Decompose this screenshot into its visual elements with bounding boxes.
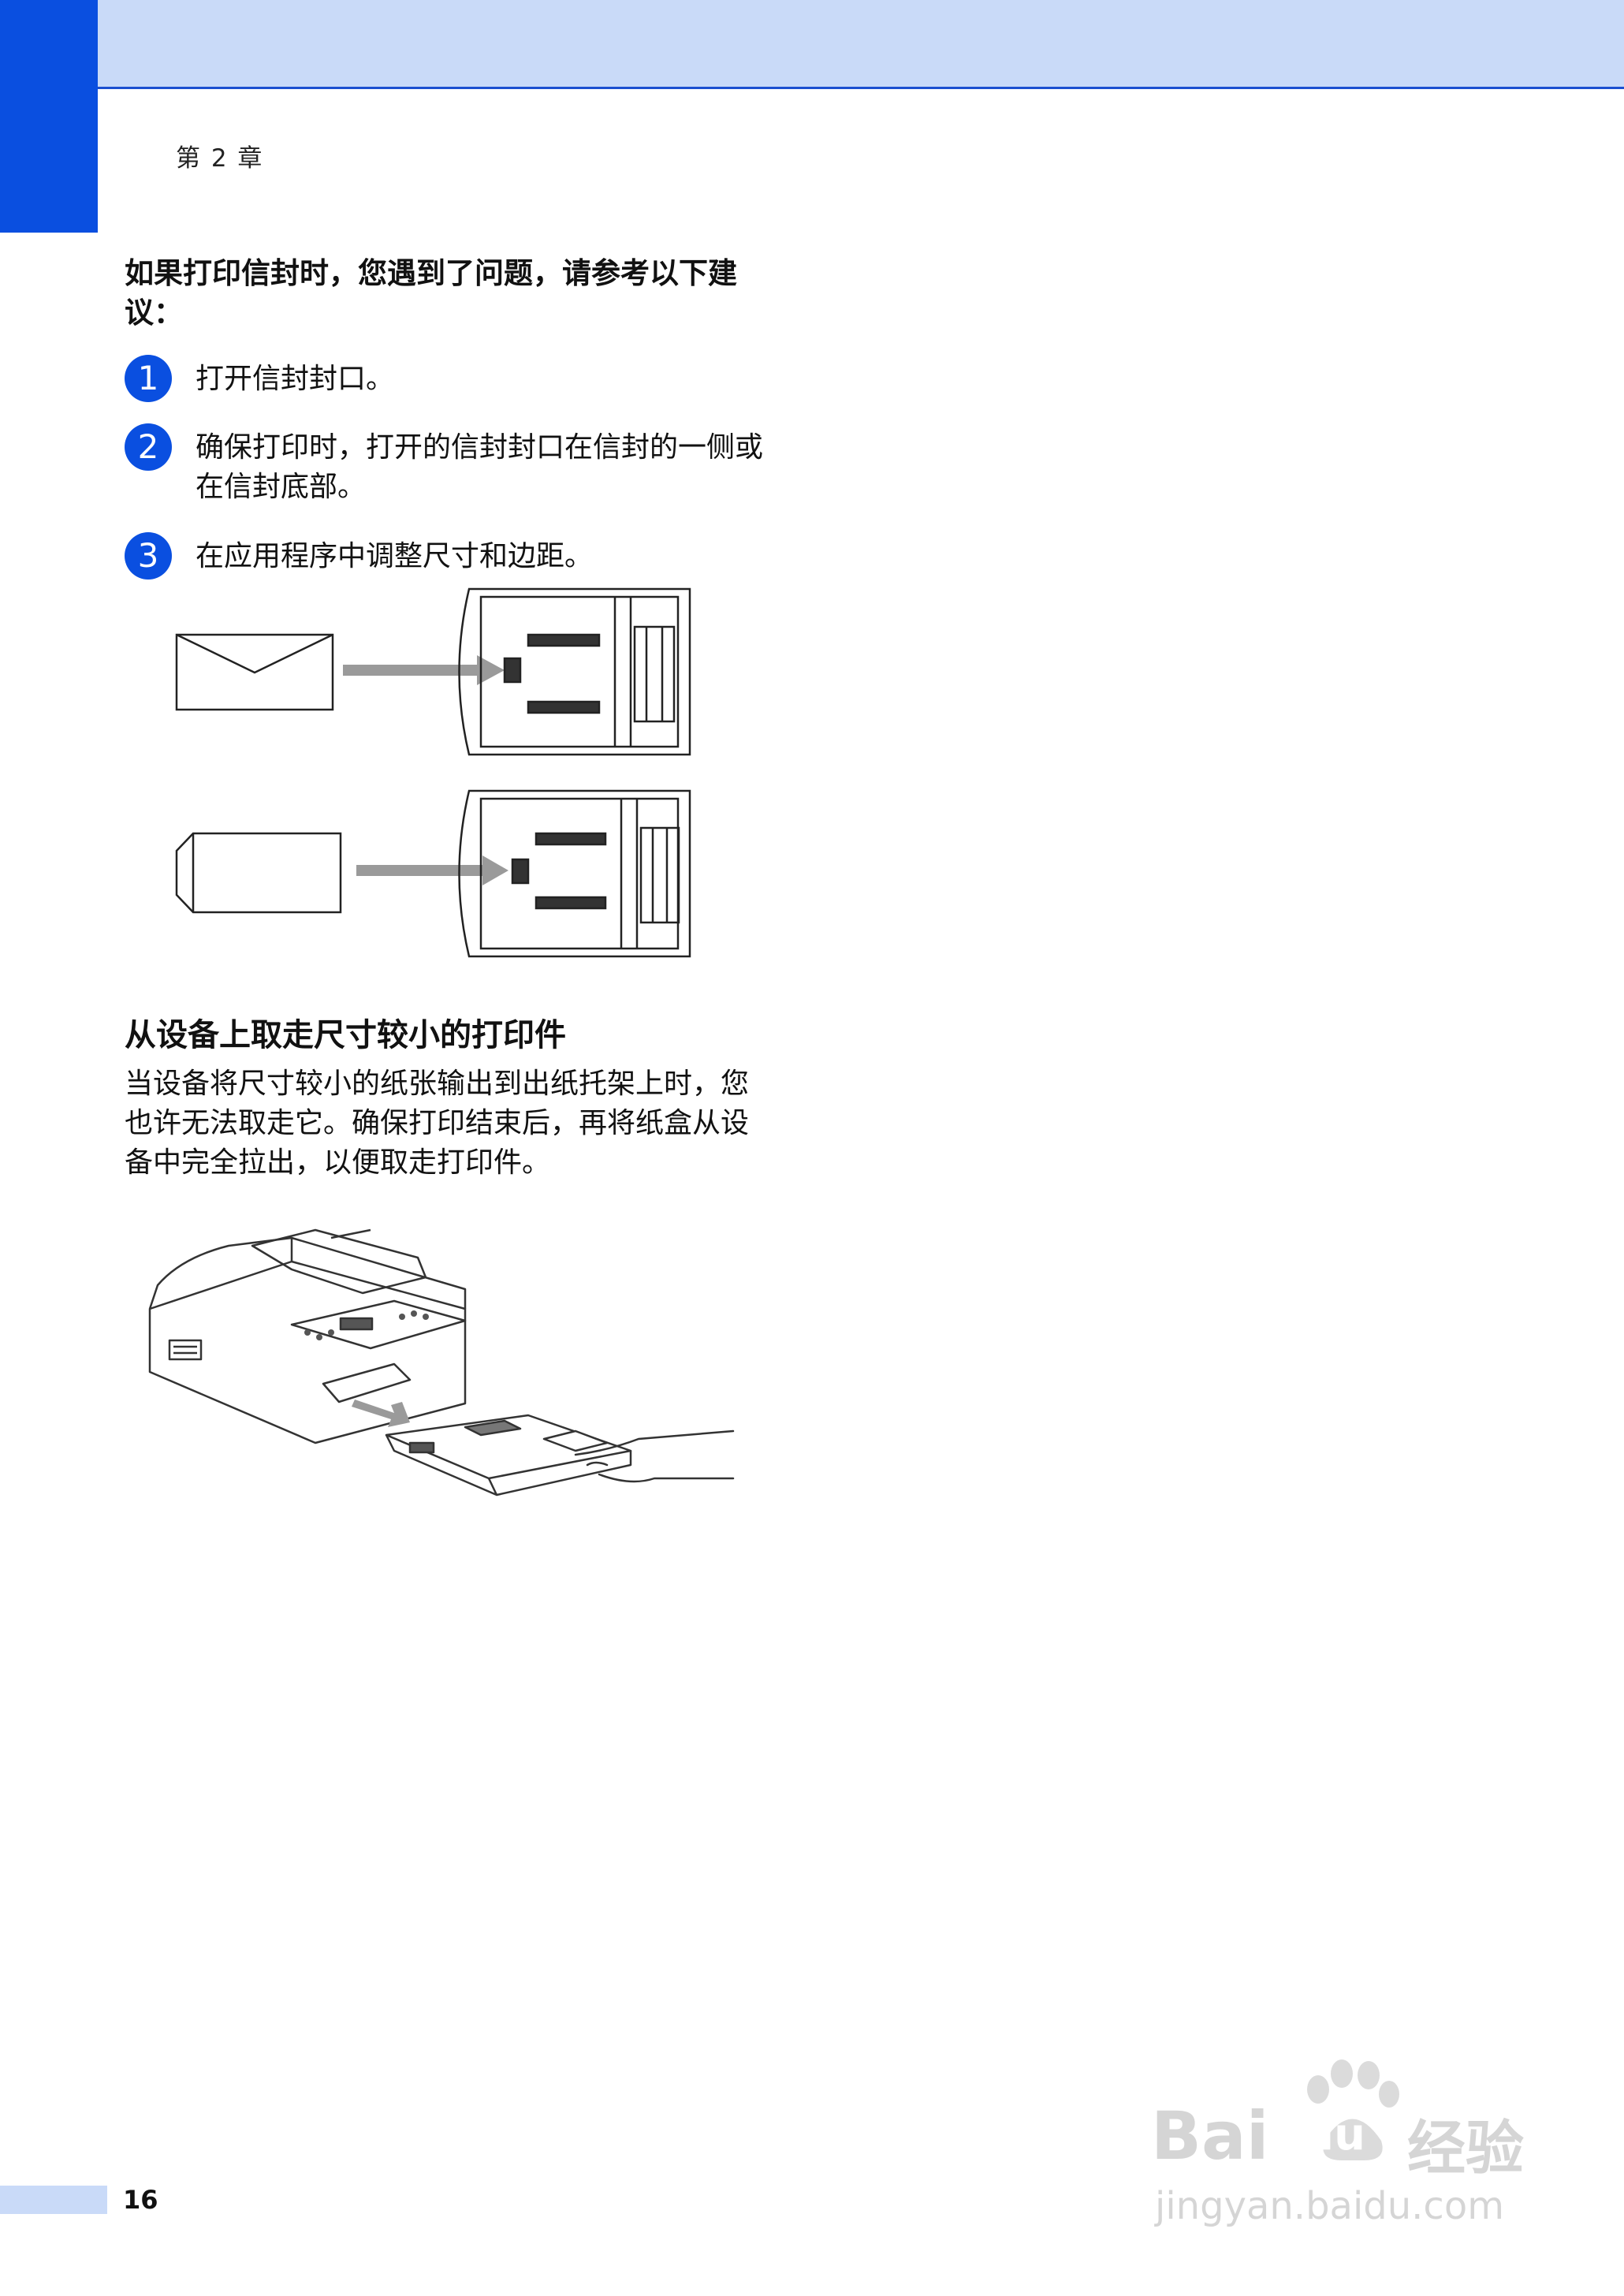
chapter-tab	[0, 0, 98, 233]
section-body: 当设备将尺寸较小的纸张输出到出纸托架上时，您也许无法取走它。确保打印结束后，再将…	[125, 1068, 750, 1179]
step-number-badge: 3	[125, 532, 172, 580]
watermark-url: jingyan.baidu.com	[1155, 2184, 1504, 2228]
step-number-badge: 1	[125, 355, 172, 402]
step-number-badge: 2	[125, 423, 172, 471]
watermark-brand: Bai	[1151, 2097, 1269, 2175]
envelope-tray-illustration	[175, 587, 691, 958]
page-number: 16	[123, 2185, 158, 2215]
step-text: 在应用程序中调整尺寸和边距。	[196, 540, 594, 572]
arrow-pull-icon	[352, 1400, 410, 1427]
watermark-cn: 经验	[1407, 2115, 1524, 2182]
paper-tray-icon	[458, 587, 691, 756]
arrow-right-icon	[343, 655, 508, 885]
printer-illustration	[148, 1228, 735, 1496]
section-title: 从设备上取走尺寸较小的打印件	[125, 1017, 566, 1053]
baidu-watermark: Bai du 经验 jingyan.baidu.com	[1135, 2042, 1545, 2247]
envelope-icon	[175, 832, 342, 914]
chapter-label: 第 2 章	[176, 144, 264, 173]
hand-icon	[574, 1429, 735, 1483]
step-text: 打开信封封口。	[196, 363, 395, 395]
paper-tray-icon	[458, 789, 691, 958]
paper-tray-icon	[385, 1414, 632, 1496]
envelope-icon	[175, 633, 334, 711]
lead-text: 如果打印信封时，您遇到了问题，请参考以下建议：	[125, 256, 737, 330]
watermark-brand-2: du	[1302, 2109, 1365, 2160]
footer-bar	[0, 2186, 107, 2214]
step-text: 确保打印时，打开的信封封口在信封的一侧或在信封底部。	[196, 431, 764, 503]
paw-icon	[1307, 2059, 1399, 2160]
header-bar	[0, 0, 1624, 89]
